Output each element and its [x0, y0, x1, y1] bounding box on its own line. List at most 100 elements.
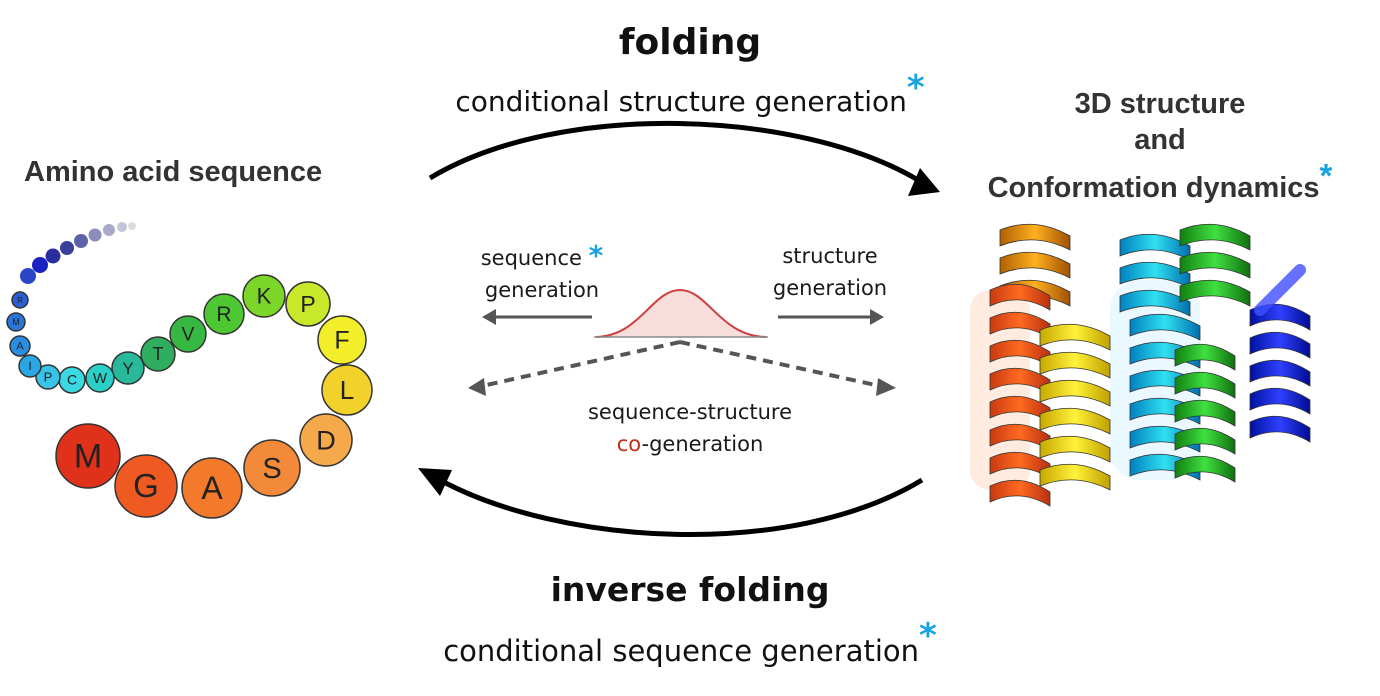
- structure-line1: 3D structure: [1074, 88, 1246, 120]
- distribution-curve: [595, 288, 767, 338]
- residue-circle: [35, 364, 61, 390]
- structure-label-group: 3D structure and Conformation dynamics*: [960, 86, 1360, 206]
- residue: R: [11, 291, 29, 309]
- residue-letter: P: [44, 369, 53, 384]
- residue-circle: [169, 315, 207, 353]
- residue-circle: [6, 312, 26, 332]
- structure-star: *: [1319, 157, 1333, 194]
- protein-structure-image: [970, 223, 1311, 507]
- sequence-generation-arrowhead: [482, 309, 496, 325]
- helix-orange: [989, 283, 1051, 507]
- fade-dot: [45, 248, 61, 264]
- residue: M: [6, 312, 26, 332]
- cogeneration-label: sequence-structure co-generation: [540, 396, 840, 460]
- residue: S: [243, 439, 301, 497]
- inverse-folding-star: *: [919, 616, 937, 656]
- inverse-subtitle-row: conditional sequence generation*: [410, 616, 970, 671]
- structure-generation-label: structure generation: [740, 240, 920, 304]
- structure-line3: Conformation dynamics: [987, 172, 1320, 204]
- residue: G: [114, 454, 178, 518]
- residue: F: [317, 315, 367, 365]
- residue-circle: [18, 354, 42, 378]
- inverse-folding-subtitle: conditional sequence generation: [443, 634, 920, 668]
- residue: W: [85, 363, 115, 393]
- cogen-suffix: -generation: [641, 432, 764, 456]
- seq-gen-line2: generation: [484, 278, 600, 302]
- residue-letter: R: [216, 303, 231, 326]
- residue-letter: A: [201, 470, 223, 506]
- residue-circle: [85, 363, 115, 393]
- helix-green: [1174, 343, 1236, 483]
- residue-circle: [55, 423, 121, 489]
- cogen-arrow-left: [481, 340, 681, 388]
- inverse-folding-arrow: [438, 477, 924, 538]
- residue-circle: [9, 335, 31, 357]
- residue-letter: V: [182, 324, 195, 345]
- residue-circle: [242, 274, 286, 318]
- residue-letter: T: [153, 344, 164, 364]
- inverse-folding-label-group: inverse folding conditional sequence gen…: [410, 568, 970, 671]
- helix-blue: [1249, 303, 1311, 443]
- cogen-arrow-right: [679, 340, 881, 388]
- residue-letter: A: [16, 341, 24, 353]
- folding-arrow: [428, 121, 920, 183]
- residue-circle: [114, 454, 178, 518]
- residue: T: [140, 336, 176, 372]
- residue-letter: P: [300, 291, 315, 317]
- residue-letter: M: [12, 317, 20, 327]
- amino-acid-sequence-label: Amino acid sequence: [24, 156, 323, 188]
- residue-letter: G: [133, 467, 159, 504]
- residue-circle: [140, 336, 176, 372]
- fade-dot: [60, 241, 74, 255]
- residue-letter: C: [67, 372, 77, 388]
- fade-dot: [74, 234, 88, 248]
- residue-letter: W: [93, 370, 108, 387]
- residue-letter: F: [334, 327, 349, 355]
- residue-letter: I: [28, 359, 31, 373]
- residue: A: [9, 335, 31, 357]
- folding-subtitle-row: conditional structure generation*: [420, 68, 960, 122]
- residue: C: [58, 366, 86, 394]
- residue-circle: [111, 351, 145, 385]
- cogen-prefix: co: [616, 432, 642, 456]
- structure-line3-row: Conformation dynamics*: [960, 158, 1360, 206]
- residue-circle: [203, 293, 245, 335]
- residue: R: [203, 293, 245, 335]
- residue-circle: [243, 439, 301, 497]
- residue-circle: [181, 457, 243, 519]
- residue: Y: [111, 351, 145, 385]
- residue-letter: S: [262, 453, 281, 485]
- struct-gen-line1: structure: [782, 244, 878, 268]
- helix-yellow: [1039, 323, 1111, 491]
- residue-circle: [299, 413, 353, 467]
- residue: A: [181, 457, 243, 519]
- helix-cyan-top: [1119, 233, 1191, 317]
- residue-circle: [285, 281, 331, 327]
- folding-arrowhead: [908, 168, 940, 196]
- cogen-arrowhead-right: [876, 378, 896, 396]
- residue: P: [285, 281, 331, 327]
- residue-letter: Y: [122, 359, 133, 378]
- fade-dot: [20, 268, 36, 284]
- fade-dot: [32, 257, 48, 273]
- residue-circle: [317, 315, 367, 365]
- residue: I: [18, 354, 42, 378]
- fade-dot: [103, 224, 115, 236]
- struct-gen-line2: generation: [772, 276, 888, 300]
- sequence-generation-label: sequence * generation: [452, 240, 632, 306]
- fade-dot: [128, 222, 136, 230]
- cogen-arrowhead-left: [468, 378, 486, 396]
- seq-gen-star: *: [588, 239, 604, 272]
- residue-letter: L: [340, 375, 354, 405]
- residue: P: [35, 364, 61, 390]
- residue-circle: [321, 364, 373, 416]
- folding-label-group: folding conditional structure generation…: [420, 20, 960, 122]
- residue-letter: M: [74, 438, 102, 476]
- residue-letter: D: [316, 425, 336, 455]
- structure-generation-arrowhead: [870, 309, 884, 325]
- residue-letter: K: [257, 284, 272, 309]
- fade-dot: [117, 222, 127, 232]
